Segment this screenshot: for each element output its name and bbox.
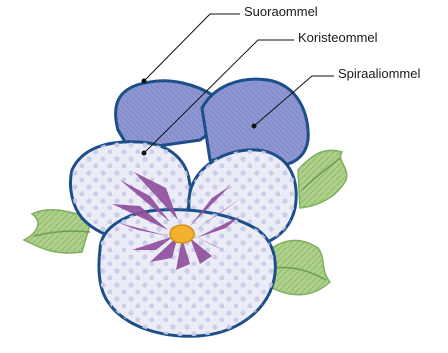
- callout-label-suoraommel: Suoraommel: [244, 5, 318, 18]
- flower-center: [170, 225, 194, 243]
- callout-label-spiraaliommel: Spiraaliommel: [338, 67, 420, 80]
- leader-line-suora: [144, 14, 240, 81]
- callout-label-koristeommel: Koristeommel: [298, 31, 377, 44]
